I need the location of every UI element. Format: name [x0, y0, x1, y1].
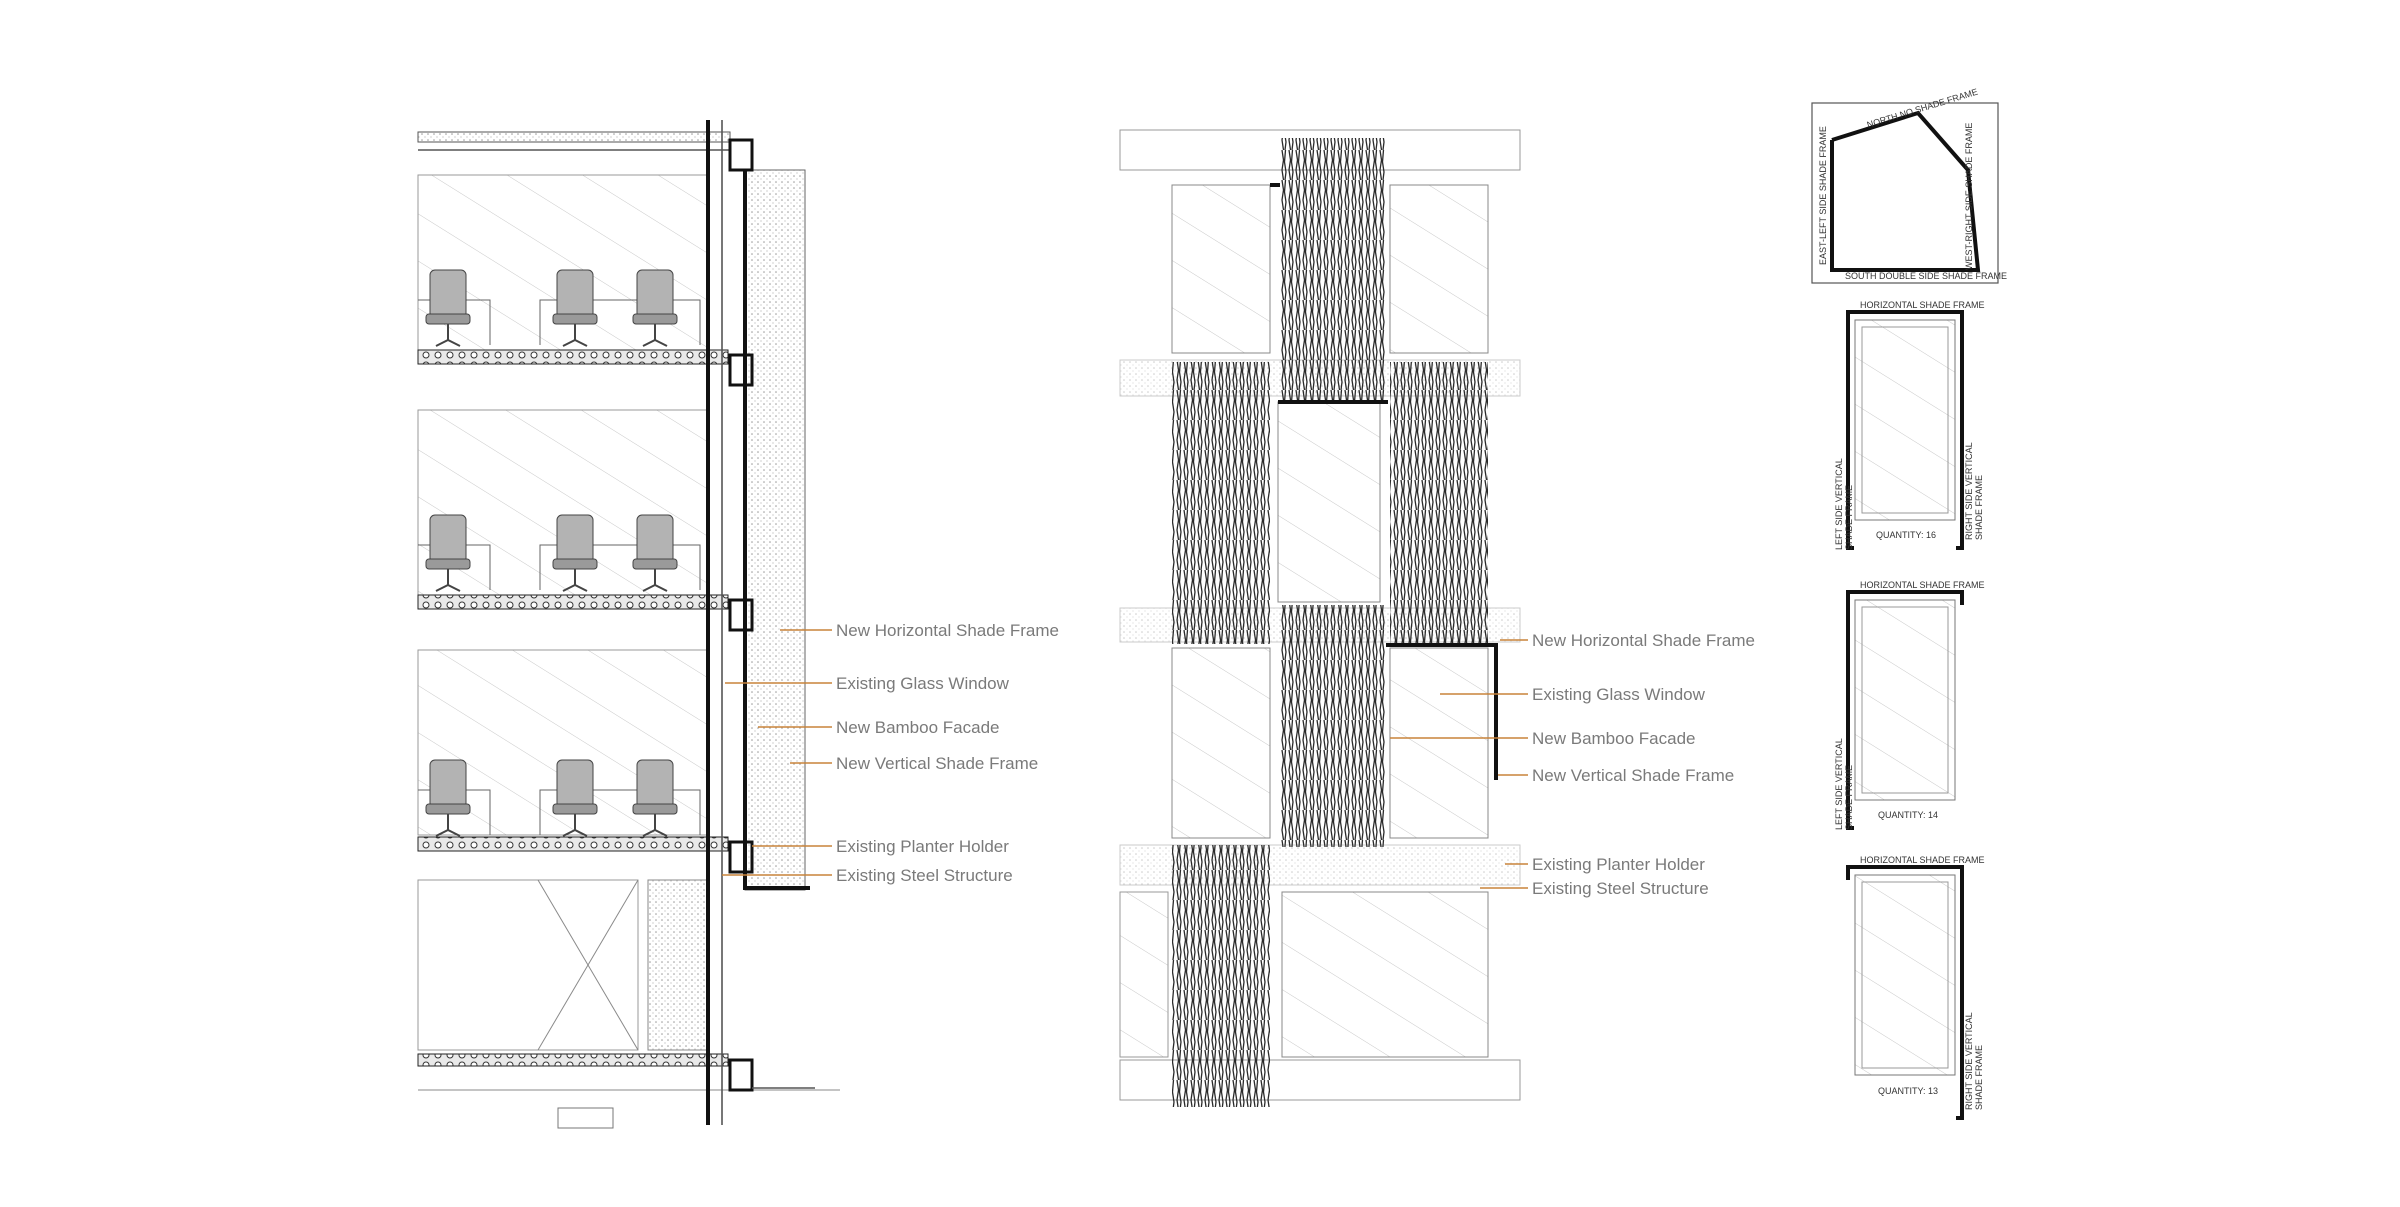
elev-window-6	[1281, 891, 1489, 1058]
floor-slab-4	[417, 1053, 729, 1067]
office-chair-icon	[552, 514, 598, 592]
office-chair-icon	[552, 269, 598, 347]
office-chair-icon	[425, 514, 471, 592]
elev-callout-existing-steel-structure: Existing Steel Structure	[1532, 879, 1709, 898]
callout-new-bamboo-facade: New Bamboo Facade	[836, 718, 999, 737]
frame2-quantity: QUANTITY: 14	[1878, 810, 1938, 820]
frame1-left-label-1: LEFT SIDE VERTICAL	[1834, 458, 1844, 550]
callout-existing-steel-structure: Existing Steel Structure	[836, 866, 1013, 885]
elevation-callouts: New Horizontal Shade Frame Existing Glas…	[1390, 631, 1755, 898]
office-chair-icon	[552, 759, 598, 837]
frame-type-1: HORIZONTAL SHADE FRAME LEFT SIDE VERTICA…	[1834, 300, 1985, 550]
frame1-top-label: HORIZONTAL SHADE FRAME	[1860, 300, 1985, 310]
plan-key: NORTH NO SHADE FRAME EAST-LEFT SIDE SHAD…	[1811, 87, 2007, 284]
plan-label-east: EAST-LEFT SIDE SHADE FRAME	[1818, 126, 1828, 265]
elev-window-5	[1389, 647, 1489, 839]
plan-label-south: SOUTH DOUBLE SIDE SHADE FRAME	[1845, 271, 2007, 281]
callout-new-vertical-shade-frame: New Vertical Shade Frame	[836, 754, 1038, 773]
frame2-left-label-2: SHADE FRAME	[1844, 765, 1854, 830]
bamboo-panel-5	[1172, 845, 1270, 1107]
bamboo-facade-section	[744, 169, 806, 891]
frame1-right-label-2: SHADE FRAME	[1974, 475, 1984, 540]
elev-callout-new-vertical-shade-frame: New Vertical Shade Frame	[1532, 766, 1734, 785]
ground-storey-wall	[647, 879, 709, 1051]
elev-window-3	[1277, 401, 1381, 603]
frame-type-3: HORIZONTAL SHADE FRAME RIGHT SIDE VERTIC…	[1846, 855, 1985, 1120]
floor-slab-2	[417, 594, 729, 610]
frame1-left-label-2: SHADE FRAME	[1844, 485, 1854, 550]
floor-slab-3	[417, 836, 729, 852]
elev-callout-new-bamboo-facade: New Bamboo Facade	[1532, 729, 1695, 748]
callout-existing-glass-window: Existing Glass Window	[836, 674, 1010, 693]
frame2-left-label-1: LEFT SIDE VERTICAL	[1834, 738, 1844, 830]
ground-storey-window	[417, 879, 639, 1051]
frame2-top-label: HORIZONTAL SHADE FRAME	[1860, 580, 1985, 590]
ground-door	[557, 1107, 614, 1129]
frame3-right-label-1: RIGHT SIDE VERTICAL	[1964, 1012, 1974, 1110]
office-chair-icon	[632, 514, 678, 592]
callout-new-horizontal-shade-frame: New Horizontal Shade Frame	[836, 621, 1059, 640]
bamboo-panel-4	[1280, 605, 1386, 847]
office-chair-icon	[632, 759, 678, 837]
roof-slab	[417, 131, 731, 143]
plan-label-west: WEST-RIGHT SIDE SHADE FRAME	[1964, 123, 1974, 270]
callout-existing-planter-holder: Existing Planter Holder	[836, 837, 1009, 856]
elev-callout-existing-glass-window: Existing Glass Window	[1532, 685, 1706, 704]
office-chair-icon	[425, 759, 471, 837]
frame3-top-label: HORIZONTAL SHADE FRAME	[1860, 855, 1985, 865]
bamboo-panel-1	[1280, 138, 1386, 400]
elevation-drawing: New Horizontal Shade Frame Existing Glas…	[1119, 129, 1755, 1107]
frame1-quantity: QUANTITY: 16	[1876, 530, 1936, 540]
bamboo-panel-2	[1172, 362, 1270, 644]
section-callouts: New Horizontal Shade Frame Existing Glas…	[722, 621, 1059, 885]
floor-slab-1	[417, 349, 729, 365]
bamboo-panel-3	[1390, 362, 1488, 644]
frame3-quantity: QUANTITY: 13	[1878, 1086, 1938, 1096]
elev-callout-existing-planter-holder: Existing Planter Holder	[1532, 855, 1705, 874]
elev-window-4	[1171, 647, 1271, 839]
frame3-right-label-2: SHADE FRAME	[1974, 1045, 1984, 1110]
elev-window-1	[1171, 184, 1271, 354]
frame1-right-label-1: RIGHT SIDE VERTICAL	[1964, 442, 1974, 540]
office-chairs	[418, 269, 701, 837]
office-chair-icon	[425, 269, 471, 347]
elev-window-2	[1389, 184, 1489, 354]
elev-callout-new-horizontal-shade-frame: New Horizontal Shade Frame	[1532, 631, 1755, 650]
elev-shade-frame	[1386, 643, 1498, 780]
frame-type-2: HORIZONTAL SHADE FRAME LEFT SIDE VERTICA…	[1834, 580, 1985, 830]
section-drawing: New Horizontal Shade Frame Existing Glas…	[417, 120, 1059, 1129]
office-chair-icon	[632, 269, 678, 347]
